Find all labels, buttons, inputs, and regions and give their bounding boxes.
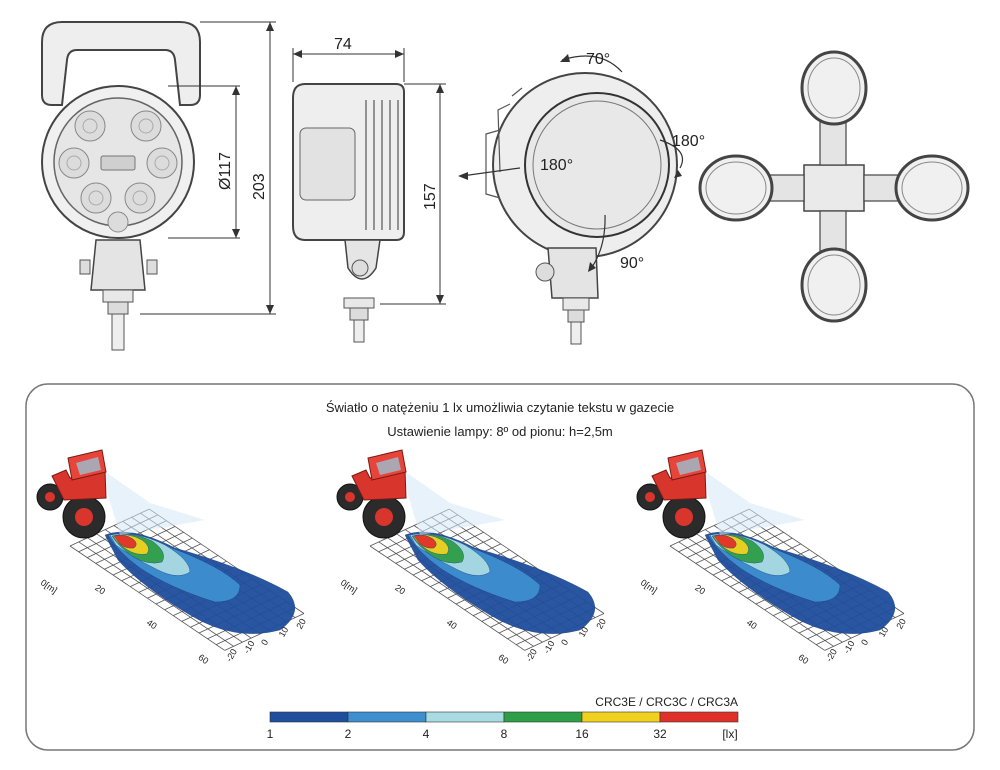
scale-value: 1	[267, 727, 274, 741]
light-cone	[100, 468, 205, 535]
scale-segment	[659, 711, 739, 723]
scale-unit: [lx]	[722, 727, 737, 741]
models-label: CRC3E / CRC3C / CRC3A	[595, 695, 738, 709]
scale-segment	[269, 711, 349, 723]
lateral-tick: 0	[259, 638, 270, 647]
tractor-icon	[636, 449, 707, 539]
scale-segment	[503, 711, 583, 723]
light-cone	[400, 468, 505, 535]
scale-value: 4	[423, 727, 430, 741]
side-view-lamp	[292, 83, 405, 343]
total-height-label: 203	[251, 173, 268, 200]
scale-value: 8	[501, 727, 508, 741]
rotation-top-label: 70°	[586, 51, 610, 68]
lateral-tick: 10	[877, 625, 891, 639]
caption-reading-light: Światło o natężeniu 1 lx umożliwia czyta…	[326, 400, 674, 415]
isolux-zone-32	[413, 534, 437, 549]
tractor-icon	[36, 449, 107, 539]
scale-value: 2	[345, 727, 352, 741]
width-label: 74	[334, 36, 352, 53]
lateral-tick: 0	[559, 638, 570, 647]
rotation-left-label: 180°	[540, 157, 573, 174]
isolux-zone-32	[713, 534, 737, 549]
side-height-label: 157	[422, 183, 439, 210]
lateral-tick: 20	[294, 617, 308, 631]
distance-tick: 40	[445, 617, 459, 631]
distance-tick: 60	[196, 652, 210, 666]
illuminance-scale: 1 2 4 8 16 32 [lx]	[267, 711, 739, 741]
cross-mount-arrangement	[698, 50, 970, 323]
lateral-tick: 0	[859, 638, 870, 647]
isolux-zone-32	[113, 534, 137, 549]
distance-tick: 40	[145, 617, 159, 631]
scale-value: 32	[653, 727, 667, 741]
distance-tick: 60	[796, 652, 810, 666]
distance-tick: 20	[693, 583, 707, 597]
lateral-tick: 10	[577, 625, 591, 639]
scale-segment	[347, 711, 427, 723]
tractor-icon	[336, 449, 407, 539]
lateral-tick: 20	[594, 617, 608, 631]
front-view-lamp	[41, 21, 201, 351]
distance-tick: 40	[745, 617, 759, 631]
distance-tick: 20	[393, 583, 407, 597]
rotation-view-lamp	[485, 72, 678, 345]
rotation-bottom-label: 90°	[620, 255, 644, 272]
caption-lamp-setting: Ustawienie lampy: 8º od pionu: h=2,5m	[387, 424, 613, 439]
scale-segment	[425, 711, 505, 723]
lateral-tick: 20	[894, 617, 908, 631]
scale-value: 16	[575, 727, 589, 741]
distance-tick: 20	[93, 583, 107, 597]
scale-segment	[581, 711, 661, 723]
diameter-label: Ø117	[217, 152, 234, 190]
lateral-tick: 10	[277, 625, 291, 639]
distance-tick: 60	[496, 652, 510, 666]
rotation-right-label: 180°	[672, 133, 705, 150]
light-cone	[700, 468, 805, 535]
